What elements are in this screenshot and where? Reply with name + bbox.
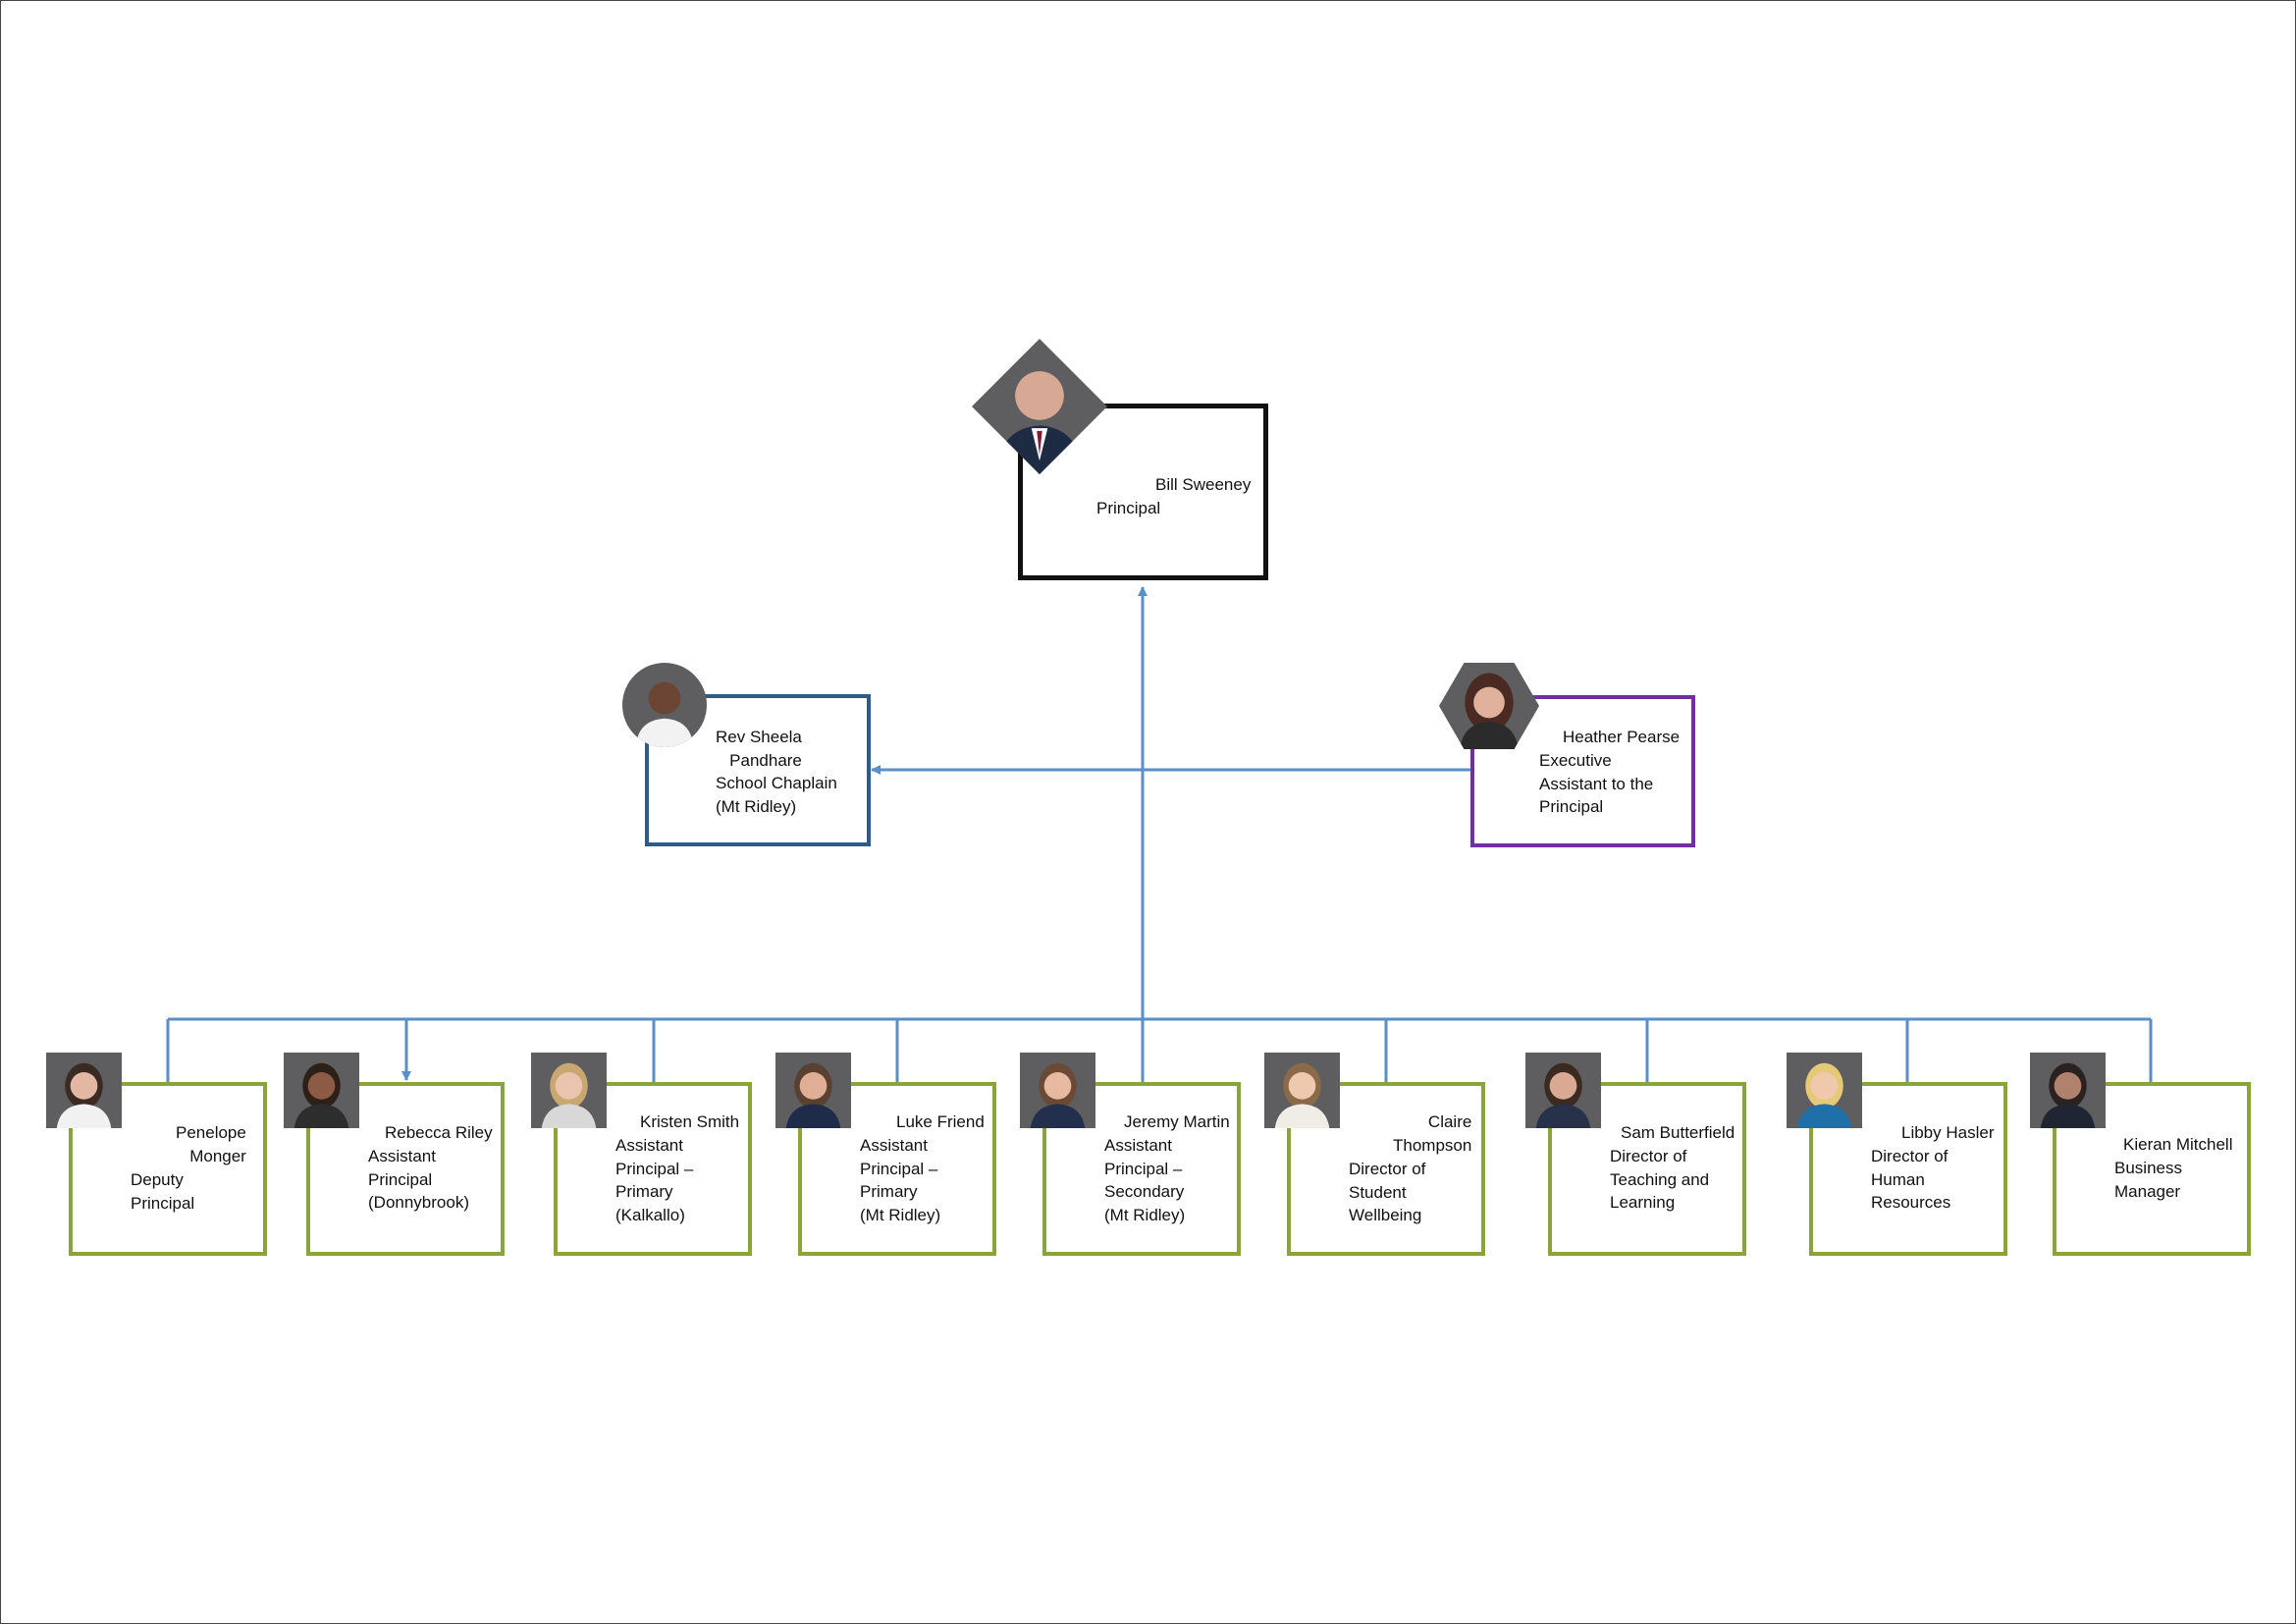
- principal-role: Principal: [1096, 499, 1161, 517]
- portrait-icon: [1535, 1062, 1591, 1128]
- staff-role: Deputy Principal: [131, 1170, 195, 1213]
- principal-name: Bill Sweeney: [1155, 475, 1252, 494]
- portrait-icon: [785, 1062, 841, 1128]
- staff-name: Kristen Smith: [640, 1112, 740, 1131]
- staff-role: Assistant Principal – Primary (Kalkallo): [615, 1136, 694, 1224]
- portrait-icon: [56, 1062, 112, 1128]
- staff-name: Penelope Monger: [176, 1123, 246, 1165]
- portrait-icon: [635, 681, 694, 747]
- chaplain-photo: [622, 663, 707, 747]
- staff-photo-luke-friend: [775, 1053, 851, 1128]
- staff-name: Kieran Mitchell: [2123, 1135, 2233, 1154]
- staff-name: Jeremy Martin: [1124, 1112, 1230, 1131]
- portrait-icon: [1030, 1062, 1086, 1128]
- staff-photo-libby-hasler: [1787, 1053, 1862, 1128]
- portrait-icon: [1274, 1062, 1330, 1128]
- staff-name: Luke Friend: [896, 1112, 985, 1131]
- staff-name: Rebecca Riley: [385, 1123, 493, 1142]
- chaplain-role: School Chaplain (Mt Ridley): [716, 774, 837, 816]
- staff-role: Director of Teaching and Learning: [1610, 1147, 1710, 1212]
- portrait-icon: [541, 1062, 597, 1128]
- executive-assistant-name: Heather Pearse: [1563, 728, 1681, 746]
- staff-photo-sam-butterfield: [1525, 1053, 1601, 1128]
- staff-role: Assistant Principal (Donnybrook): [368, 1147, 469, 1212]
- staff-photo-penelope-monger: [46, 1053, 122, 1128]
- executive-assistant-photo: [1439, 663, 1539, 749]
- staff-name: Libby Hasler: [1901, 1123, 1995, 1142]
- staff-photo-kieran-mitchell: [2030, 1053, 2106, 1128]
- portrait-icon: [294, 1062, 349, 1128]
- portrait-icon: [2040, 1062, 2096, 1128]
- staff-role: Assistant Principal – Primary (Mt Ridley…: [860, 1136, 941, 1224]
- staff-name: Sam Butterfield: [1621, 1123, 1735, 1142]
- portrait-icon: [1796, 1062, 1852, 1128]
- portrait-icon: [1460, 673, 1519, 749]
- staff-photo-kristen-smith: [531, 1053, 607, 1128]
- executive-assistant-role: Executive Assistant to the Principal: [1539, 751, 1654, 816]
- staff-role: Director of Student Wellbeing: [1349, 1160, 1426, 1224]
- staff-name: Claire Thompson: [1393, 1112, 1472, 1155]
- staff-role: Business Manager: [2114, 1159, 2182, 1201]
- staff-photo-claire-thompson: [1264, 1053, 1340, 1128]
- staff-role: Director of Human Resources: [1871, 1147, 1951, 1212]
- chaplain-name: Rev Sheela Pandhare: [716, 728, 802, 770]
- staff-photo-rebecca-riley: [284, 1053, 359, 1128]
- staff-role: Assistant Principal – Secondary (Mt Ridl…: [1104, 1136, 1186, 1224]
- staff-photo-jeremy-martin: [1020, 1053, 1095, 1128]
